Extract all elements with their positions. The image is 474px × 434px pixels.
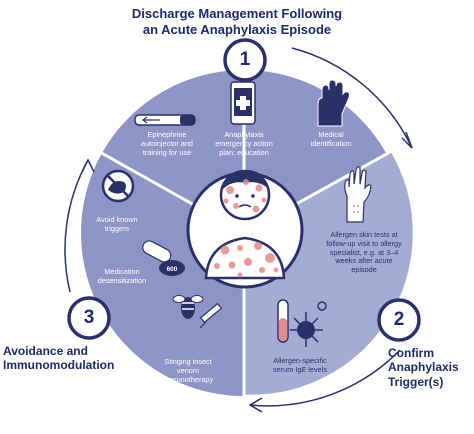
item-epinephrine-line-2: autoinjector and	[141, 138, 193, 148]
step-3-label: Avoidance and Immunomodulation	[3, 344, 123, 373]
diagram-title: Discharge Management Following an Acute …	[97, 6, 377, 37]
item-avoid-triggers: Avoid known triggers	[82, 215, 152, 234]
item-desensitization-line-1: Medication	[104, 267, 140, 276]
step-3-label-line-1: Avoidance and	[3, 344, 88, 358]
step-2-circle	[377, 298, 421, 342]
arm-skin-test-icon	[344, 166, 372, 223]
test-tube-antibody-icon	[277, 299, 327, 347]
step-3-number: 3	[83, 307, 95, 328]
arrow-left	[64, 159, 89, 293]
title-line-2: an Acute Anaphylaxis Episode	[142, 21, 332, 37]
item-medical-id: Medical identification	[296, 130, 366, 149]
autoinjector-icon	[134, 114, 196, 126]
item-desensitization: Medication desensitization	[90, 267, 154, 286]
pills-icon	[142, 240, 185, 276]
step-2-label-line-1: Confirm	[388, 346, 434, 360]
item-action-plan-line-3: plan; education	[219, 147, 269, 157]
no-shrimp-icon	[101, 169, 135, 203]
item-epinephrine-line-1: Epinephrine	[147, 130, 187, 139]
item-action-plan: Anaphylaxis emergency action plan; educa…	[205, 130, 283, 157]
item-skin-tests-line-1: Allergen skin tests at	[330, 230, 398, 239]
item-avoid-triggers-line-1: Avoid known	[96, 215, 138, 224]
item-skin-tests-line-3: specialist, e.g. at 3–4	[329, 247, 399, 257]
item-desensitization-line-2: desensitization	[97, 275, 147, 285]
item-venom: Stinging insect venom immunotherapy	[148, 357, 228, 384]
arrow-right-head	[401, 131, 413, 149]
step-2-label: Confirm Anaphylaxis Trigger(s)	[388, 346, 474, 389]
step-2-label-line-3: Trigger(s)	[388, 374, 444, 389]
patient-figure	[204, 169, 286, 280]
item-skin-tests-line-5: episode	[351, 265, 377, 274]
step-1-circle	[223, 38, 267, 82]
item-epinephrine-line-3: training for use	[142, 147, 192, 157]
item-serum-ige-line-1: Allergen-specific	[273, 356, 327, 365]
arrow-bottom	[249, 349, 401, 407]
step-2-label-line-2: Anaphylaxis	[388, 360, 459, 375]
phone-icon	[230, 81, 256, 125]
medical-glove-icon	[317, 79, 350, 127]
item-venom-line-2: venom	[177, 365, 199, 375]
item-serum-ige-line-2: serum IgE levels	[273, 364, 327, 374]
item-skin-tests: Allergen skin tests at follow-up visit t…	[318, 230, 410, 275]
pill-imprint: 600	[167, 266, 178, 273]
item-action-plan-line-2: emergency action	[215, 138, 273, 148]
item-medical-id-line-1: Medical	[318, 130, 344, 139]
item-serum-ige: Allergen-specific serum IgE levels	[260, 356, 340, 375]
bee-syringe-icon	[172, 295, 223, 329]
step-2-number: 2	[393, 309, 405, 330]
item-venom-line-3: immunotherapy	[162, 374, 214, 384]
arrow-right	[291, 47, 413, 149]
step-3-circle	[67, 296, 111, 340]
item-skin-tests-line-4: weeks after acute	[335, 256, 393, 266]
item-epinephrine: Epinephrine autoinjector and training fo…	[126, 130, 208, 157]
arrow-bottom-head	[248, 397, 263, 413]
item-action-plan-line-1: Anaphylaxis	[224, 130, 264, 139]
item-venom-line-1: Stinging insect	[164, 357, 212, 366]
step-3-label-line-2: Immunomodulation	[3, 358, 115, 373]
step-1-number: 1	[239, 49, 251, 70]
item-medical-id-line-2: identification	[310, 138, 352, 148]
item-avoid-triggers-line-2: triggers	[104, 223, 130, 233]
title-line-1: Discharge Management Following	[131, 6, 343, 21]
item-skin-tests-line-2: follow-up visit to allergy	[326, 238, 402, 248]
arrow-left-head	[81, 158, 95, 173]
